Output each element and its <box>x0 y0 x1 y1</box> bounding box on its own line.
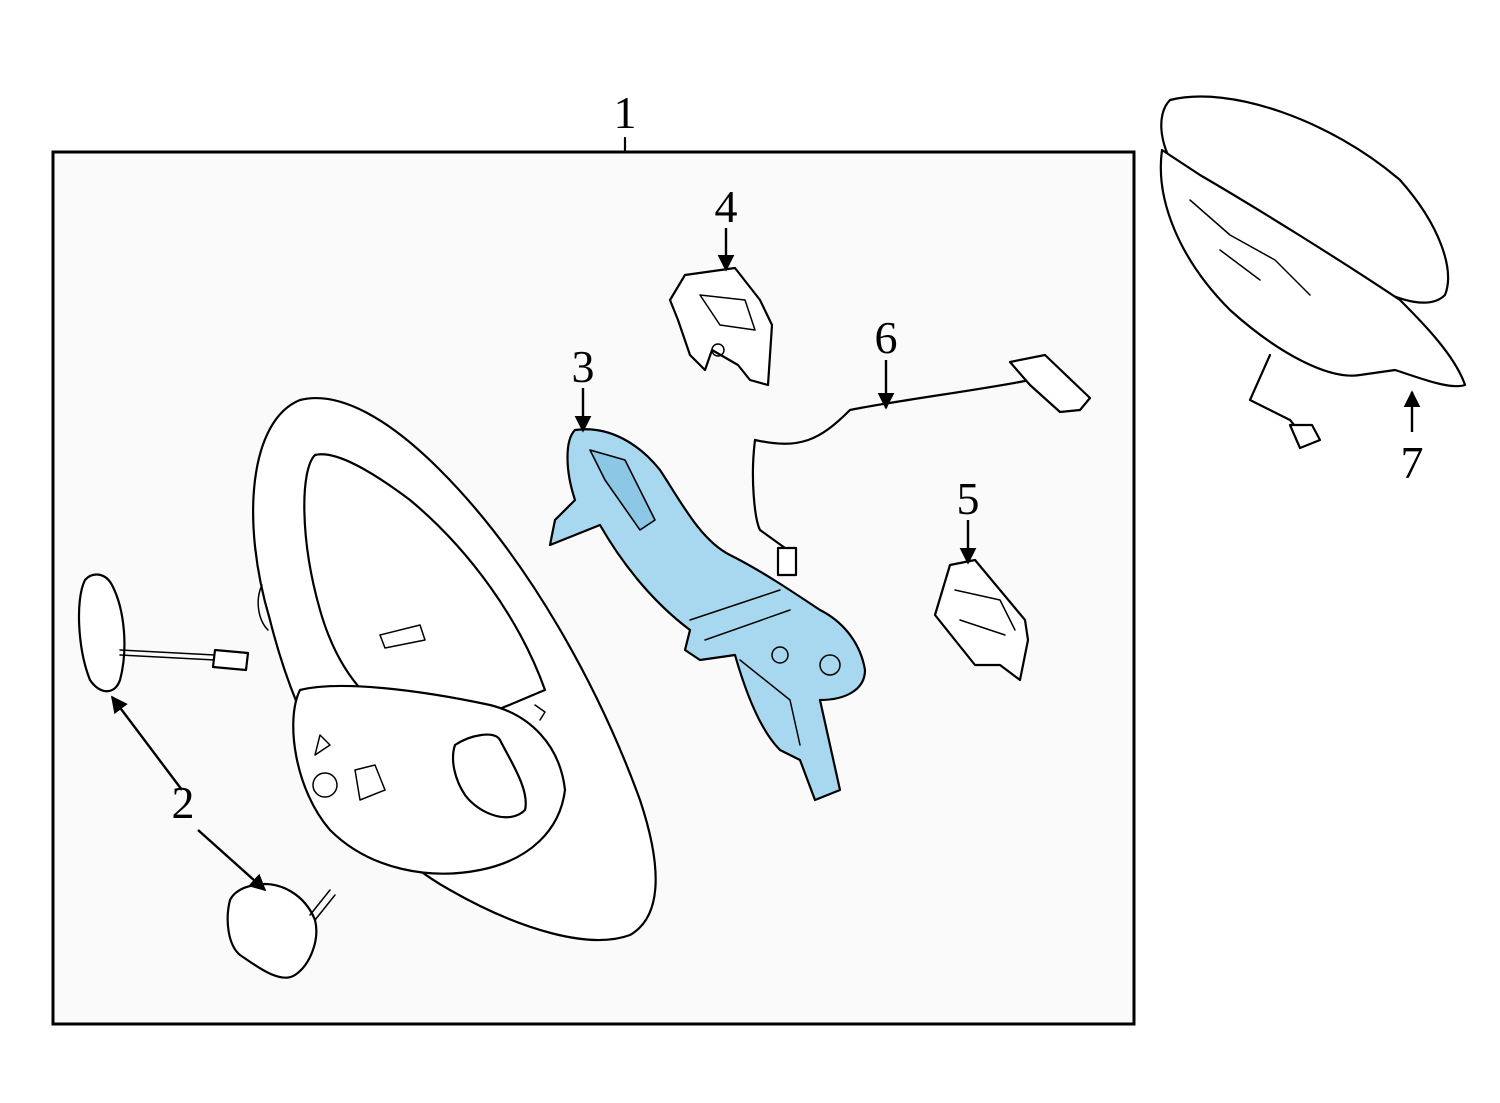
callout-5: 5 <box>957 473 980 524</box>
callout-2: 2 <box>172 777 195 828</box>
callout-6: 6 <box>875 312 898 363</box>
part-5-clip <box>933 558 1030 682</box>
steering-wheel <box>252 397 657 942</box>
part-6-harness <box>751 353 1092 577</box>
callout-4: 4 <box>715 181 738 232</box>
callout-3: 3 <box>572 341 595 392</box>
part-3-switch-housing <box>548 428 867 802</box>
part-7-airbag-module <box>1159 95 1467 450</box>
callout-1: 1 <box>614 87 637 138</box>
callout-7: 7 <box>1401 437 1424 488</box>
part-4-clip <box>668 266 774 387</box>
part-2-switch-upper <box>77 573 250 693</box>
